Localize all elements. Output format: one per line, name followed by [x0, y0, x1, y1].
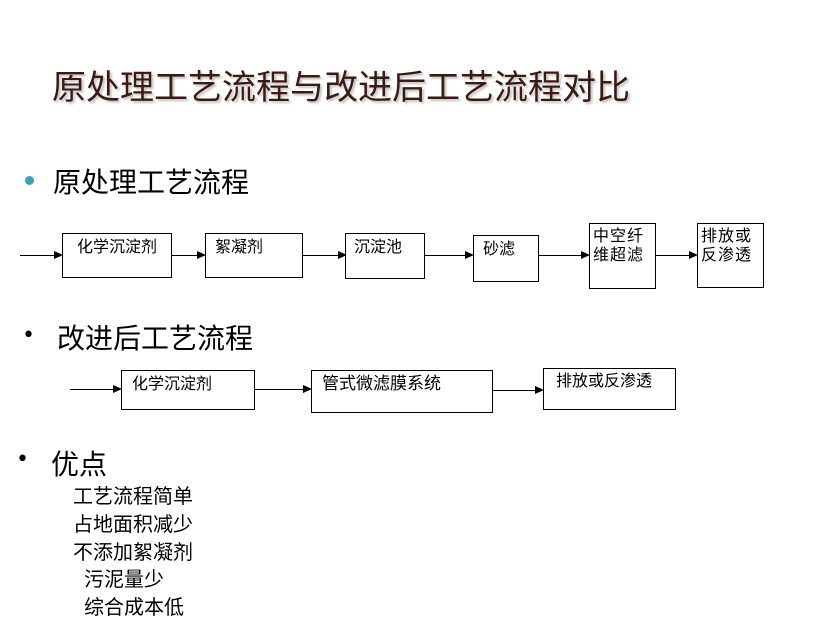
flow1-arrow-0	[20, 255, 54, 256]
flow1-step-chemical-precipitant: 化学沉淀剂	[62, 233, 172, 278]
flow1-arrow-3	[425, 255, 465, 256]
slide-title: 原处理工艺流程与改进后工艺流程对比	[52, 68, 630, 108]
flow1-arrow-1	[172, 255, 197, 256]
flow1-step-settling-tank: 沉淀池	[345, 233, 425, 279]
flow1-arrowhead-2	[338, 251, 347, 259]
flow1-step-hollow-fiber-uf: 中空纤维超滤	[589, 223, 656, 289]
flow1-arrowhead-4	[581, 251, 590, 259]
flow1-step-flocculant: 絮凝剂	[205, 233, 303, 278]
flow1-arrowhead-0	[54, 251, 63, 259]
advantage-item: 占地面积减少	[73, 512, 193, 536]
flow2-arrow-1	[255, 389, 303, 390]
flow2-step-chemical-precipitant: 化学沉淀剂	[121, 370, 255, 410]
advantage-item: 工艺流程简单	[73, 484, 193, 508]
advantage-item: 污泥量少	[84, 567, 164, 591]
flow2-arrowhead-2	[535, 386, 544, 394]
advantage-item: 不添加絮凝剂	[73, 540, 193, 564]
section3-bullet: •	[16, 447, 29, 472]
flow2-arrow-2	[493, 390, 535, 391]
section3-heading: 优点	[51, 448, 108, 481]
flow2-arrowhead-1	[303, 385, 312, 393]
flow1-arrow-4	[539, 255, 581, 256]
flow1-arrow-5	[656, 255, 689, 256]
section1-heading: 原处理工艺流程	[53, 166, 250, 199]
section2-heading: 改进后工艺流程	[57, 322, 254, 355]
section1-bullet	[25, 176, 34, 185]
flow1-arrowhead-3	[465, 251, 474, 259]
flow1-arrowhead-5	[689, 251, 698, 259]
section2-bullet: •	[22, 323, 35, 348]
flow1-arrowhead-1	[197, 251, 206, 259]
flow1-arrow-2	[303, 255, 338, 256]
flow2-step-tubular-mf: 管式微滤膜系统	[311, 370, 493, 413]
flow2-arrow-0	[70, 389, 113, 390]
flow2-arrowhead-0	[113, 385, 122, 393]
flow2-step-discharge-or-ro: 排放或反渗透	[543, 368, 676, 410]
flow1-step-discharge-or-ro: 排放或反渗透	[697, 223, 764, 288]
flow1-step-sand-filter: 砂滤	[473, 235, 539, 282]
advantage-item: 综合成本低	[84, 595, 184, 619]
